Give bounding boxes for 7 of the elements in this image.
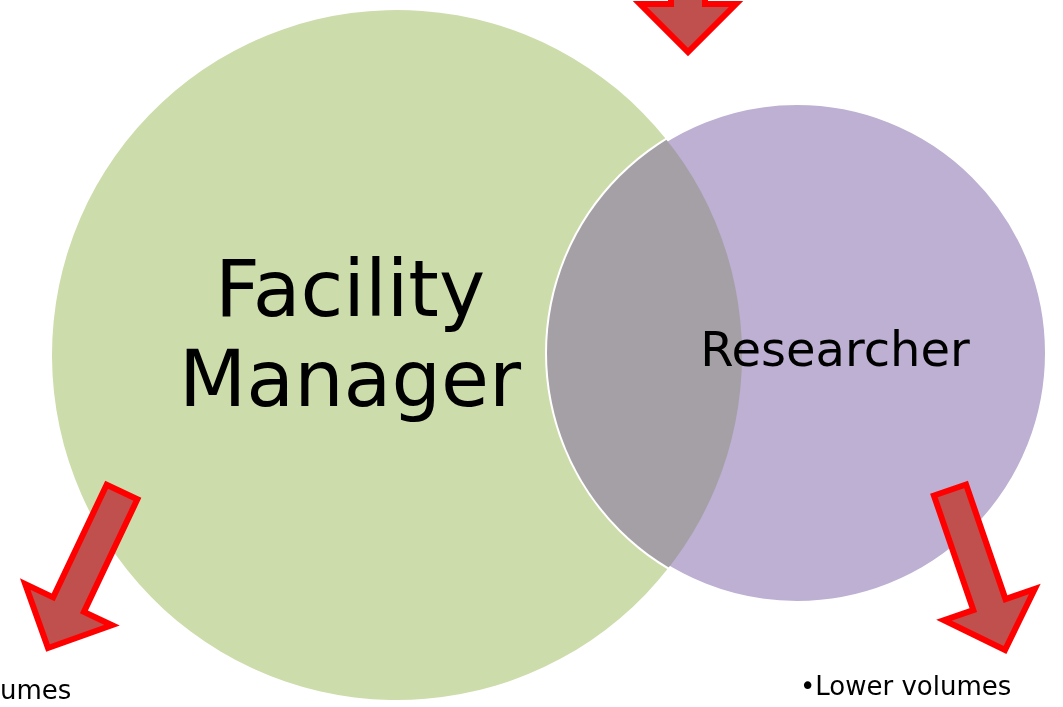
- note-text: •Lower volumes: [800, 672, 1050, 702]
- note-text: umes: [0, 676, 90, 706]
- circle-label: Researcher: [699, 322, 971, 378]
- block-arrow: [930, 480, 1041, 654]
- block-arrow: [19, 480, 142, 652]
- circle-label: Facility Manager: [178, 245, 522, 425]
- block-arrow: [632, 0, 744, 57]
